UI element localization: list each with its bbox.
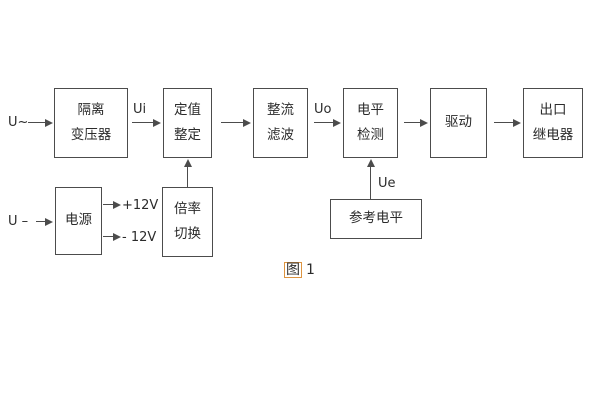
label-plus-12v: +12V <box>122 198 159 213</box>
block-driver: 驱动 <box>430 88 487 158</box>
caption-number: 1 <box>306 262 315 278</box>
block-label-line: 隔离 <box>77 102 105 118</box>
arrow-ratio-to-setting <box>182 159 194 187</box>
block-label-line: 定值 <box>174 102 201 118</box>
block-setting-adjustment: 定值 整定 <box>163 88 212 158</box>
block-label-line: 整定 <box>174 126 201 143</box>
figure-caption: 图 1 <box>284 262 315 278</box>
arrow-ue-ref-to-level <box>365 159 377 199</box>
block-label-line: 驱动 <box>445 114 472 131</box>
label-uo: Uo <box>314 102 332 117</box>
arrow-driver-to-relay <box>494 117 521 129</box>
label-ac-input: U~ <box>8 115 29 130</box>
block-label-line: 电平 <box>357 102 384 118</box>
arrow-minus-12v <box>103 231 121 243</box>
block-label-line: 电源 <box>65 212 92 229</box>
arrow-ac-input <box>28 117 53 129</box>
block-power-supply: 电源 <box>55 187 102 255</box>
caption-figure-char: 图 <box>284 262 302 278</box>
block-label-line: 参考电平 <box>349 210 403 227</box>
block-label-line: 变压器 <box>70 126 112 143</box>
label-minus-12v: - 12V <box>122 230 157 245</box>
block-rectifier-filter: 整流 滤波 <box>253 88 308 158</box>
block-label-line: 继电器 <box>532 126 574 143</box>
arrow-level-to-driver <box>404 117 428 129</box>
block-ratio-switch: 倍率 切换 <box>162 187 213 257</box>
block-label-line: 出口 <box>539 102 567 118</box>
arrow-uo <box>314 117 341 129</box>
block-label-line: 检测 <box>357 126 384 143</box>
block-label-line: 切换 <box>174 225 201 242</box>
block-label-line: 整流 <box>267 102 294 118</box>
arrow-dc-input <box>36 216 53 228</box>
arrow-ui <box>132 117 161 129</box>
block-label-line: 倍率 <box>174 201 201 217</box>
label-ue: Ue <box>378 176 396 191</box>
block-level-detection: 电平 检测 <box>343 88 398 158</box>
label-dc-input: U – <box>8 214 29 229</box>
block-label-line: 滤波 <box>267 126 294 143</box>
block-isolation-transformer: 隔离 变压器 <box>54 88 128 158</box>
arrow-plus-12v <box>103 199 121 211</box>
block-output-relay: 出口 继电器 <box>523 88 583 158</box>
label-ui: Ui <box>133 102 147 117</box>
arrow-setting-to-rectifier <box>221 117 251 129</box>
block-reference-level: 参考电平 <box>330 199 422 239</box>
